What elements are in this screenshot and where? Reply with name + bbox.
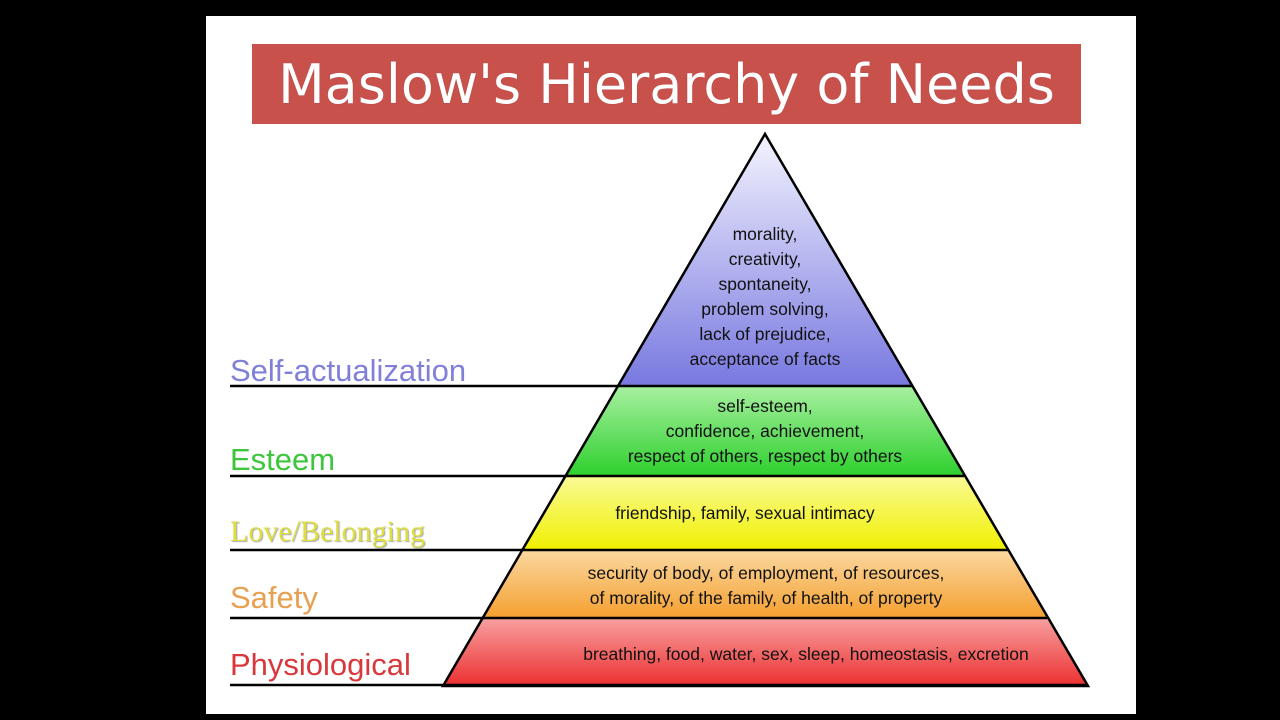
page-title: Maslow's Hierarchy of Needs (278, 52, 1055, 116)
description-line: problem solving, (701, 299, 829, 319)
pyramid-level-esteem (565, 386, 964, 476)
pyramid-level-physiological (443, 618, 1088, 686)
level-description-esteem: self-esteem, confidence, achievement, re… (585, 394, 945, 469)
pyramid-level-love-belonging (522, 476, 1008, 550)
pyramid-level-safety (483, 550, 1047, 618)
description-line: of morality, of the family, of health, o… (589, 588, 943, 608)
pyramid-level-self-actualization (618, 134, 912, 386)
description-line: breathing, food, water, sex, sleep, home… (583, 644, 1029, 664)
description-line: self-esteem, (717, 396, 813, 416)
level-label-love-belonging: Love/Belonging (230, 515, 425, 548)
description-line: security of body, of employment, of reso… (587, 563, 945, 583)
description-line: lack of prejudice, (699, 324, 831, 344)
level-label-safety: Safety (230, 580, 318, 615)
description-line: friendship, family, sexual intimacy (615, 503, 875, 523)
level-description-physiological: breathing, food, water, sex, sleep, home… (526, 642, 1086, 667)
level-description-self-actualization: morality, creativity, spontaneity, probl… (665, 222, 865, 372)
level-description-love-belonging: friendship, family, sexual intimacy (565, 501, 925, 526)
description-line: spontaneity, (718, 274, 812, 294)
description-line: creativity, (728, 249, 802, 269)
description-line: confidence, achievement, (665, 421, 865, 441)
level-label-esteem: Esteem (230, 442, 336, 477)
description-line: acceptance of facts (689, 349, 841, 369)
title-banner: Maslow's Hierarchy of Needs (252, 44, 1081, 124)
pyramid-diagram (230, 131, 1091, 688)
level-label-physiological: Physiological (230, 647, 411, 682)
description-line: morality, (732, 224, 798, 244)
slide: Maslow's Hierarchy of Needs (206, 16, 1136, 714)
description-line: respect of others, respect by others (627, 446, 903, 466)
level-label-self-actualization: Self-actualization (230, 353, 467, 388)
level-description-safety: security of body, of employment, of reso… (526, 561, 1006, 611)
